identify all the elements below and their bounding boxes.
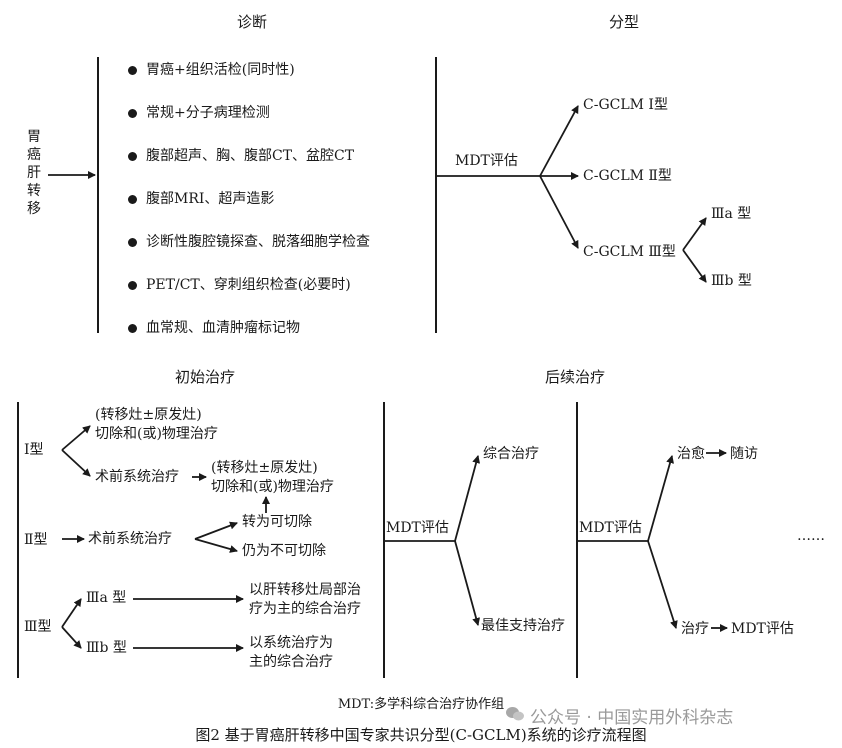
diagnosis-right-rule	[435, 57, 437, 333]
diagnosis-item: 血常规、血清肿瘤标记物	[146, 320, 300, 336]
init-type2-unresect-arrow	[194, 538, 238, 553]
followup-cured-arrow	[647, 455, 674, 542]
followup-treatment-arrow	[647, 540, 678, 629]
type3b-arrow	[682, 249, 707, 283]
entry-char: 癌	[27, 147, 41, 163]
followup-best-support: 最佳支持治疗	[481, 618, 565, 634]
type1-label: C-GCLM Ⅰ型	[583, 97, 668, 113]
type3a-arrow	[682, 217, 707, 251]
diagnosis-item: 诊断性腹腔镜探查、脱落细胞学检查	[146, 234, 370, 250]
type3-arrow	[539, 175, 579, 249]
init-type2-preop: 术前系统治疗	[88, 531, 172, 547]
init-type3b: Ⅲb 型	[86, 640, 127, 656]
followup-mdt-label-2: MDT评估	[579, 520, 642, 536]
init-type3a-plan-line2: 疗为主的综合治疗	[249, 601, 361, 617]
followup-treatment: 治疗	[681, 621, 709, 637]
diagnosis-item: 腹部超声、胸、腹部CT、盆腔CT	[146, 148, 355, 164]
followup-heading: 后续治疗	[545, 368, 606, 386]
initial-treatment-heading: 初始治疗	[175, 368, 236, 386]
type3a-label: Ⅲa 型	[711, 206, 752, 222]
diagnosis-item: PET/CT、穿刺组织检查(必要时)	[146, 277, 351, 293]
followup-support-arrow	[454, 540, 481, 626]
init-type3b-plan-line1: 以系统治疗为	[249, 635, 333, 651]
entry-char: 转	[27, 183, 41, 199]
bullet-icon	[128, 109, 137, 118]
followup-mid-rule	[576, 402, 578, 678]
init-type2-label: Ⅱ型	[24, 532, 48, 548]
init-type3-label: Ⅲ型	[24, 619, 52, 635]
init-type1-preop: 术前系统治疗	[95, 469, 179, 485]
init-type3a: Ⅲa 型	[86, 590, 127, 606]
init-type3a-arrow	[61, 598, 82, 628]
entry-char: 肝	[27, 165, 41, 181]
init-type3b-arrow	[61, 626, 82, 649]
initial-left-rule	[17, 402, 19, 678]
watermark: 公众号 · 中国实用外科杂志	[530, 708, 734, 728]
type3b-label: Ⅲb 型	[711, 273, 752, 289]
init-type3b-plan-line2: 主的综合治疗	[249, 654, 333, 670]
followup-cured: 治愈	[677, 446, 705, 462]
bullet-icon	[128, 324, 137, 333]
followup-comprehensive: 综合治疗	[483, 446, 539, 462]
init-type1-up-arrow	[61, 425, 91, 451]
diagnosis-left-rule	[97, 57, 99, 333]
initial-right-rule	[383, 402, 385, 678]
followup-comprehensive-arrow	[454, 455, 481, 542]
bullet-icon	[128, 195, 137, 204]
init-type2-resectable: 转为可切除	[242, 514, 312, 530]
init-type2-unresectable: 仍为不可切除	[242, 543, 326, 559]
entry-char: 移	[27, 201, 41, 217]
type2-label: C-GCLM Ⅱ型	[583, 168, 672, 184]
bullet-icon	[128, 238, 137, 247]
figure-caption: 图2 基于胃癌肝转移中国专家共识分型(C-GCLM)系统的诊疗流程图	[195, 726, 647, 744]
followup-ellipsis: ……	[797, 528, 825, 544]
entry-char: 胃	[27, 129, 41, 145]
followup-mdt-label-1: MDT评估	[386, 520, 449, 536]
bullet-icon	[128, 66, 137, 75]
diagnosis-item: 胃癌+组织活检(同时性)	[146, 62, 295, 78]
bullet-icon	[128, 152, 137, 161]
init-type1-resect-line1: (转移灶±原发灶)	[95, 407, 202, 423]
init-type2-resect-arrow	[194, 521, 238, 540]
type3-label: C-GCLM Ⅲ型	[583, 244, 676, 260]
init-type1-after-line2: 切除和(或)物理治疗	[211, 479, 334, 495]
classification-heading: 分型	[609, 13, 640, 31]
diagnosis-heading: 诊断	[237, 13, 268, 31]
init-type1-down-arrow	[61, 449, 91, 477]
followup-mdt-eval: MDT评估	[731, 621, 794, 637]
classification-mdt-label: MDT评估	[455, 153, 518, 169]
init-type1-resect-line2: 切除和(或)物理治疗	[95, 426, 218, 442]
footnote: MDT:多学科综合治疗协作组	[337, 697, 505, 712]
wechat-icon	[506, 707, 524, 721]
diagnosis-item: 腹部MRI、超声造影	[146, 191, 275, 207]
init-type3a-plan-line1: 以肝转移灶局部治	[249, 582, 361, 598]
bullet-icon	[128, 281, 137, 290]
followup-visit: 随访	[730, 446, 758, 462]
diagnosis-item: 常规+分子病理检测	[146, 105, 270, 121]
init-type1-label: Ⅰ型	[24, 442, 44, 458]
type1-arrow	[539, 105, 579, 177]
init-type1-after-line1: (转移灶±原发灶)	[211, 460, 318, 476]
